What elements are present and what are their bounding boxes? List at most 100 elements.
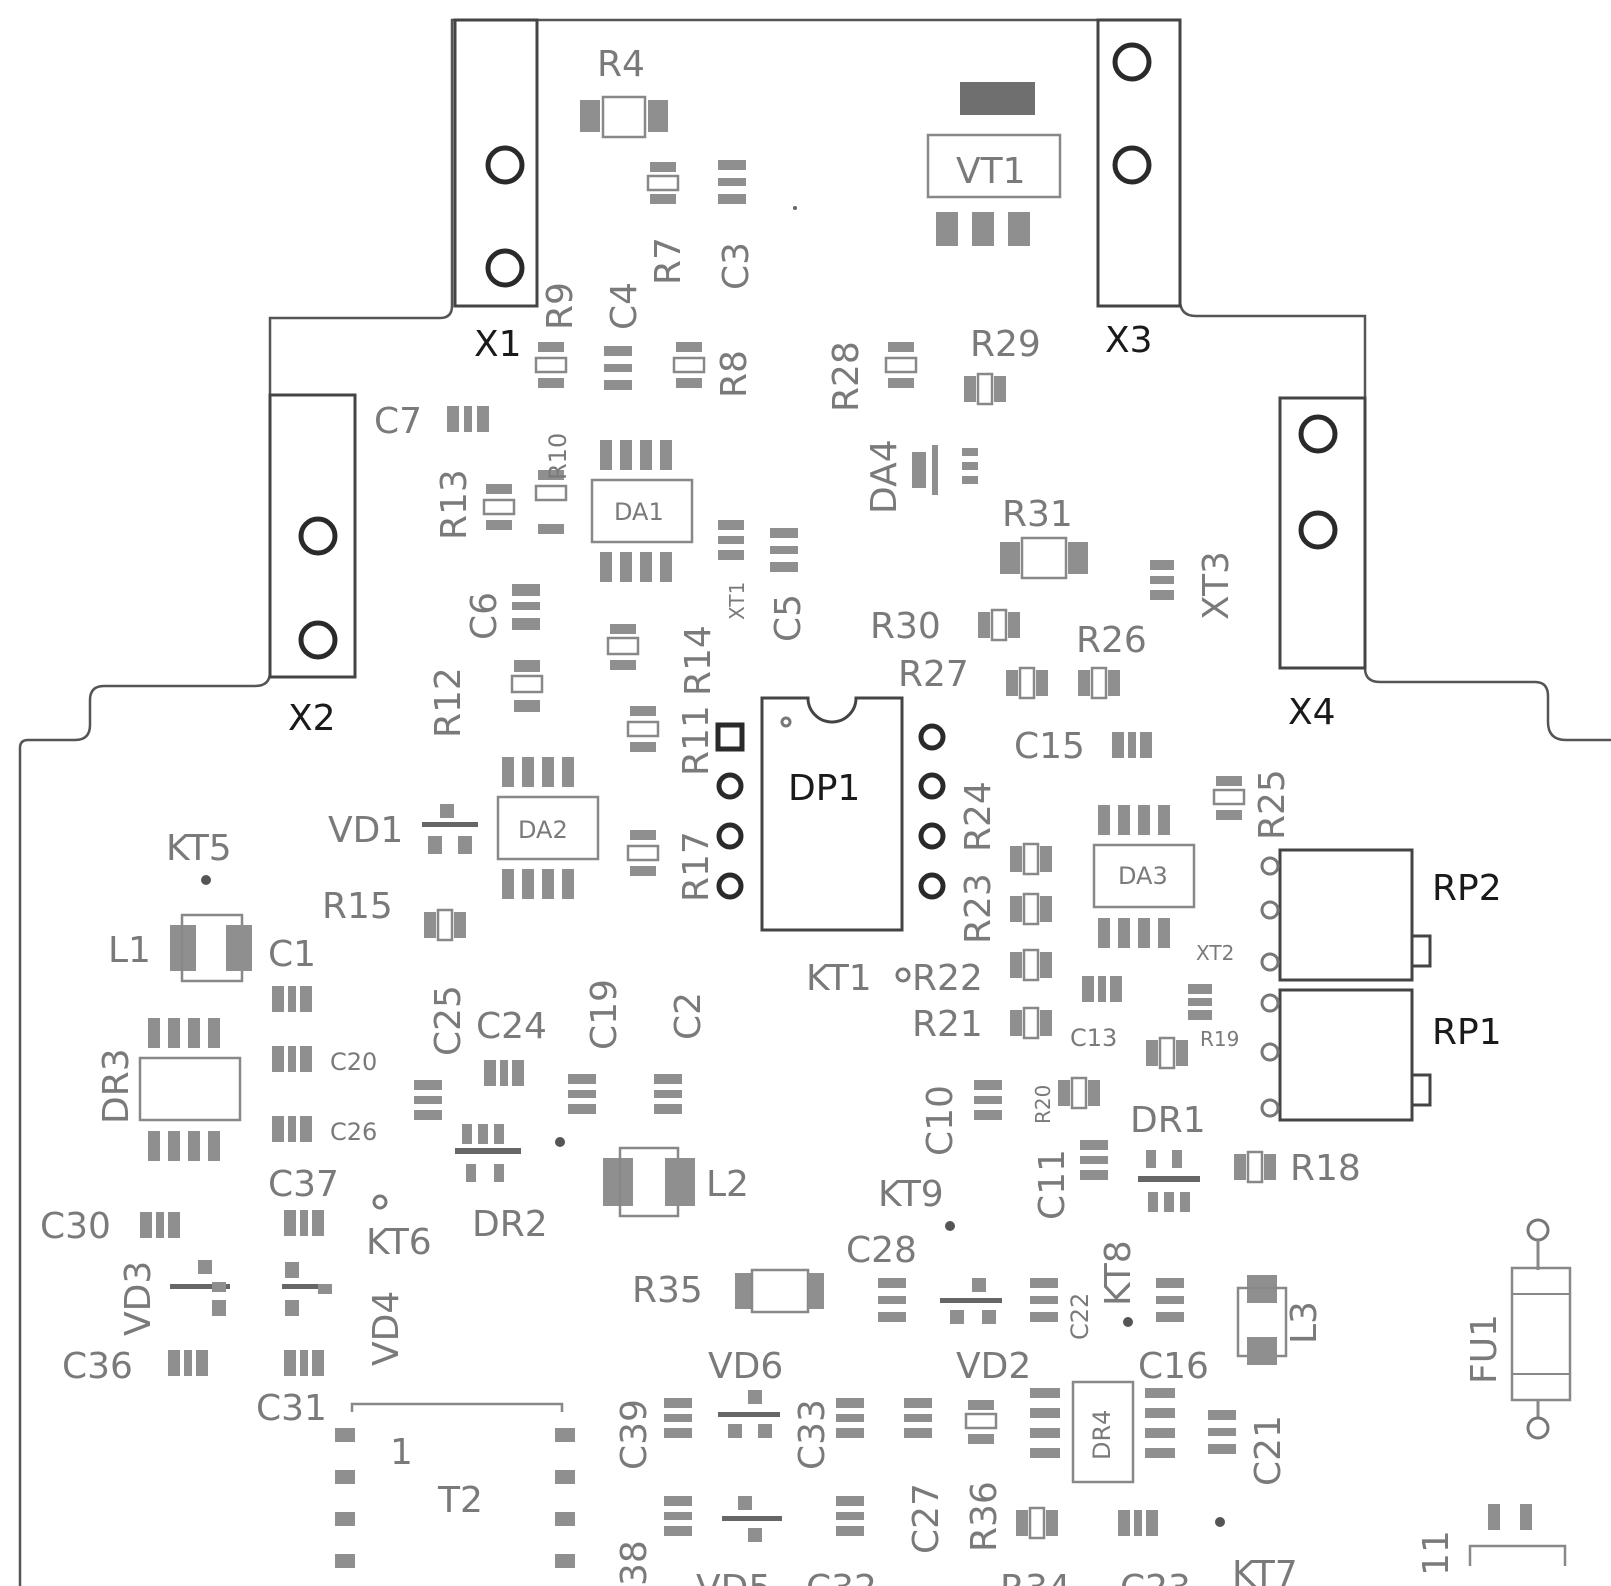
trimmer-rp2 <box>1260 848 1432 982</box>
ic-dp1 <box>715 696 946 932</box>
connector-x1 <box>453 18 539 308</box>
chip-c2 <box>654 1074 682 1114</box>
label-r17: R17 <box>676 831 717 902</box>
chip-r15 <box>424 908 466 942</box>
inductor-l3 <box>1236 1275 1288 1365</box>
label-r8: R8 <box>714 350 755 398</box>
label-r4: R4 <box>597 44 645 85</box>
chip-c32 <box>836 1496 864 1536</box>
label-c6: C6 <box>464 592 505 640</box>
resistor-r35 <box>735 1268 824 1314</box>
chip-r13 <box>482 484 516 530</box>
label-c10: C10 <box>920 1085 961 1156</box>
label-xt1: XT1 <box>725 582 749 620</box>
label-kt1: KT1 <box>806 958 872 999</box>
label-x2: X2 <box>288 698 336 739</box>
label-xt2: XT2 <box>1196 941 1234 965</box>
label-pin1: 1 <box>390 1432 413 1473</box>
chip-xt1 <box>718 520 744 560</box>
label-c5: C5 <box>768 594 809 642</box>
chip-r10 <box>534 470 568 534</box>
chip-r30 <box>978 608 1020 642</box>
label-c23: C23 <box>1120 1568 1191 1586</box>
testpoint-kt7 <box>1215 1517 1225 1527</box>
label-vd3: VD3 <box>118 1261 159 1336</box>
label-c26: C26 <box>330 1118 377 1146</box>
chip-c4 <box>604 346 632 390</box>
testpoint-kt8 <box>1123 1317 1133 1327</box>
label-kt9: KT9 <box>878 1174 944 1215</box>
label-vt1: VT1 <box>956 151 1026 192</box>
label-r22: R22 <box>912 958 983 999</box>
label-vd2: VD2 <box>956 1346 1031 1387</box>
label-c15: C15 <box>1014 726 1085 767</box>
label-c30: C30 <box>40 1206 111 1247</box>
label-c4: C4 <box>604 282 645 330</box>
label-r28: R28 <box>826 341 867 412</box>
label-r29: R29 <box>970 324 1041 365</box>
label-dp1: DP1 <box>788 768 860 809</box>
label-r24: R24 <box>958 781 999 852</box>
label-r35: R35 <box>632 1270 703 1311</box>
label-dr4: DR4 <box>1088 1410 1116 1460</box>
label-t2: T2 <box>437 1480 483 1521</box>
chip-c37 <box>284 1210 324 1236</box>
chip-r27 <box>1006 666 1048 700</box>
chip-c38 <box>664 1496 692 1536</box>
diode-vd3 <box>170 1260 230 1316</box>
label-c7: C7 <box>374 401 422 442</box>
chip-c27 <box>904 1398 932 1438</box>
label-fu1: FU1 <box>1464 1314 1505 1384</box>
label-x1: X1 <box>474 324 522 365</box>
label-dr2: DR2 <box>472 1204 548 1245</box>
chip-c30 <box>140 1212 180 1238</box>
label-x4: X4 <box>1288 692 1336 733</box>
label-c11: C11 <box>1032 1149 1073 1220</box>
label-r7: R7 <box>648 237 689 285</box>
chip-c1 <box>272 986 312 1012</box>
transformer-t2 <box>335 1402 575 1568</box>
testpoint-dr2 <box>555 1137 565 1147</box>
label-r30: R30 <box>870 606 941 647</box>
board-outline <box>18 18 1611 1586</box>
ic-da4 <box>912 445 978 495</box>
component-labels: R4 VT1 R7 C3 R9 C4 X1 X3 R8 R28 R29 C7 R… <box>40 44 1505 1586</box>
label-r12: R12 <box>428 667 469 738</box>
ic-da2 <box>496 757 600 899</box>
testpoint-kt9 <box>945 1221 955 1231</box>
label-r13: R13 <box>434 469 475 540</box>
label-l11: 11 <box>1416 1530 1457 1576</box>
label-c13: C13 <box>1070 1024 1117 1052</box>
diode-vd4 <box>282 1262 332 1316</box>
label-r34: R34 <box>1000 1568 1071 1586</box>
chip-r9 <box>534 342 568 388</box>
test-points <box>201 875 1225 1527</box>
chip-c39 <box>664 1398 692 1438</box>
chip-r25 <box>1212 776 1246 820</box>
label-r36: R36 <box>964 1481 1005 1552</box>
inductor-l2 <box>603 1146 695 1218</box>
label-c19: C19 <box>584 979 625 1050</box>
diode-dr2 <box>455 1124 521 1182</box>
label-rp1: RP1 <box>1432 1012 1502 1053</box>
label-kt7: KT7 <box>1232 1554 1298 1586</box>
chip-c16 <box>1156 1278 1184 1322</box>
label-da4: DA4 <box>864 439 905 514</box>
chip-r26 <box>1078 666 1120 700</box>
label-r27: R27 <box>898 654 969 695</box>
chip-r19 <box>1146 1036 1188 1070</box>
chip-r14 <box>606 624 640 670</box>
chip-c20 <box>272 1046 312 1072</box>
connector-x4 <box>1278 396 1367 670</box>
label-l2: L2 <box>706 1164 749 1205</box>
chip-c10 <box>974 1080 1002 1120</box>
label-kt6: KT6 <box>366 1222 432 1263</box>
label-c36: C36 <box>62 1346 133 1387</box>
ic-dr3 <box>138 1018 242 1161</box>
diode-vd6 <box>718 1390 780 1438</box>
testpoint-kt6 <box>372 1194 388 1210</box>
label-r10: R10 <box>544 433 572 480</box>
transistor-vt1 <box>926 82 1062 246</box>
label-r18: R18 <box>1290 1148 1361 1189</box>
chip-c31 <box>284 1350 324 1376</box>
